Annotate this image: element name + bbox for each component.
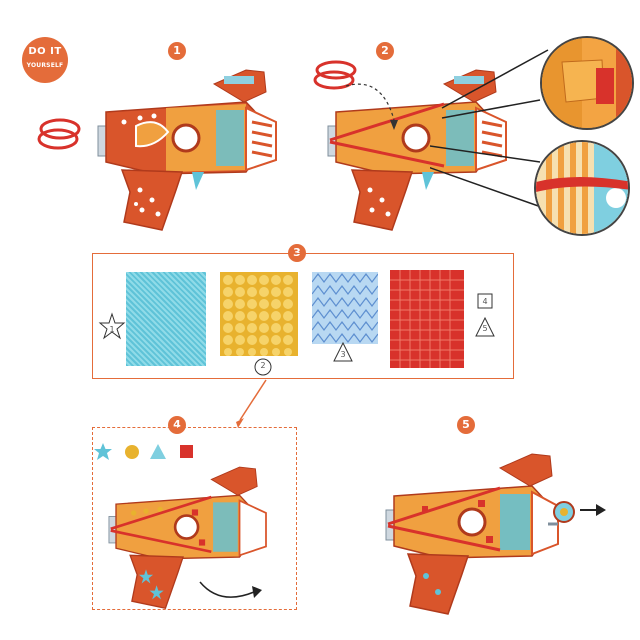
rubber-band-icon	[37, 118, 81, 150]
marker-2-icon	[254, 358, 272, 376]
sheet-gold-circles	[220, 272, 298, 356]
diy-badge-line2: YOURSELF	[26, 62, 64, 69]
ray-gun-step4	[108, 466, 267, 610]
ray-gun-step1	[97, 69, 277, 231]
arrow-icon-step2	[345, 83, 398, 130]
step-2-badge: 2	[376, 42, 394, 60]
ray-gun-step5	[385, 453, 575, 615]
marker-4-5-icons	[475, 293, 495, 337]
step-5-badge: 5	[457, 416, 475, 434]
star-sticker-icon	[94, 443, 112, 460]
marker-5-label: 5	[482, 324, 488, 333]
marker-3-icon	[333, 341, 353, 362]
step-4-badge: 4	[168, 416, 186, 434]
arrow-icon-step4	[199, 581, 262, 598]
marker-4-label: 4	[482, 297, 488, 306]
zoom-detail-top	[540, 36, 634, 130]
diy-badge-line1: DO IT	[28, 46, 62, 57]
triangle-sticker-icon	[150, 444, 166, 459]
rubber-band-icon-step2	[313, 60, 357, 90]
zoom-detail-bottom	[534, 140, 630, 236]
step-3-panel	[92, 253, 514, 379]
step-1-badge: 1	[168, 42, 186, 60]
sticker-shapes-row	[94, 443, 193, 460]
marker-1-label: 1	[109, 325, 115, 334]
marker-2-label: 2	[260, 361, 266, 370]
marker-3-label: 3	[340, 350, 346, 359]
zoom-connector-lines	[430, 49, 549, 209]
sheet-blue-glitter	[126, 272, 206, 366]
circle-sticker-icon	[125, 445, 139, 459]
ray-gun-step2	[327, 69, 507, 231]
marker-1-icon	[98, 312, 126, 340]
arrow-icon-step5	[580, 504, 606, 516]
sheet-red-metallic	[390, 270, 464, 368]
arrow-icon-3-to-4	[236, 379, 267, 428]
diy-badge: DO IT YOURSELF	[22, 37, 68, 83]
square-sticker-icon	[180, 445, 193, 458]
step-4-panel	[92, 427, 297, 610]
sheet-silver-triangles	[312, 272, 378, 344]
